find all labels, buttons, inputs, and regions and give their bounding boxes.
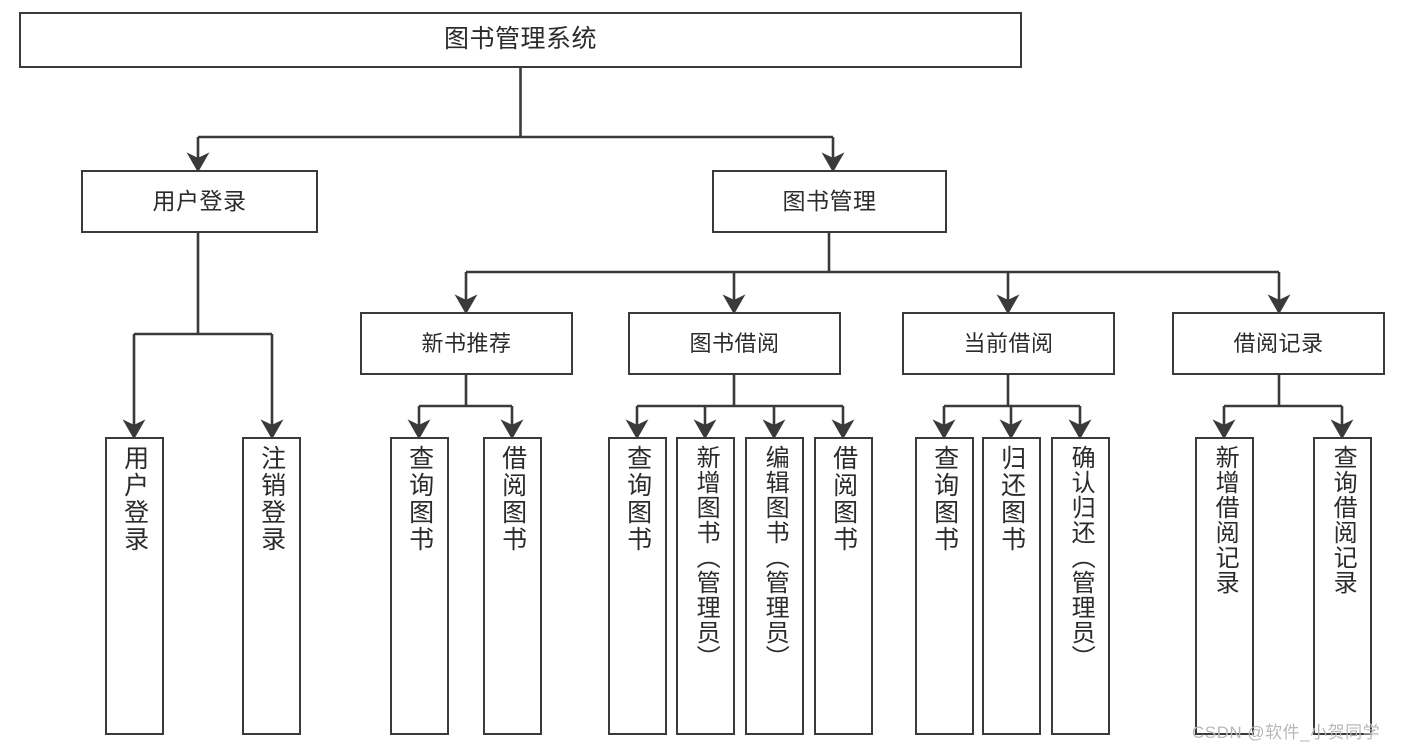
- node-label: 归还图书: [997, 445, 1026, 553]
- csdn-watermark: CSDN @软件_小贺同学: [1192, 723, 1381, 742]
- leaf-user-login-logout[interactable]: 注销登录: [242, 437, 301, 735]
- node-label: 用户登录: [152, 187, 247, 214]
- leaf-borrow-record-query[interactable]: 查询借阅记录: [1313, 437, 1372, 735]
- node-label: 新书推荐: [421, 330, 512, 356]
- node-label: 确认归还（管理员）: [1067, 445, 1095, 670]
- node-label: 借阅图书: [498, 445, 527, 553]
- node-label: 新增借阅记录: [1211, 445, 1239, 595]
- node-label: 查询图书: [623, 445, 652, 553]
- node-user-login[interactable]: 用户登录: [81, 170, 318, 233]
- node-label: 查询借阅记录: [1329, 445, 1357, 595]
- node-label: 借阅图书: [829, 445, 858, 553]
- leaf-new-book-borrow[interactable]: 借阅图书: [483, 437, 542, 735]
- leaf-current-borrow-query[interactable]: 查询图书: [915, 437, 974, 735]
- node-label: 注销登录: [257, 445, 286, 553]
- leaf-borrow-record-add[interactable]: 新增借阅记录: [1195, 437, 1254, 735]
- node-current-borrow[interactable]: 当前借阅: [902, 312, 1115, 375]
- node-root-system[interactable]: 图书管理系统: [19, 12, 1022, 68]
- leaf-book-borrow-borrow[interactable]: 借阅图书: [814, 437, 873, 735]
- leaf-current-borrow-return[interactable]: 归还图书: [982, 437, 1041, 735]
- node-label: 编辑图书（管理员）: [761, 445, 789, 670]
- node-label: 查询图书: [405, 445, 434, 553]
- leaf-book-borrow-query[interactable]: 查询图书: [608, 437, 667, 735]
- leaf-user-login-login[interactable]: 用户登录: [105, 437, 164, 735]
- node-borrow-record[interactable]: 借阅记录: [1172, 312, 1385, 375]
- leaf-book-borrow-edit[interactable]: 编辑图书（管理员）: [745, 437, 804, 735]
- node-label: 当前借阅: [963, 330, 1054, 356]
- node-book-management[interactable]: 图书管理: [712, 170, 947, 233]
- node-label: 新增图书（管理员）: [692, 445, 720, 670]
- node-label: 图书借阅: [689, 330, 780, 356]
- node-label: 图书管理系统: [443, 25, 597, 54]
- node-label: 借阅记录: [1233, 330, 1324, 356]
- node-label: 用户登录: [120, 445, 149, 553]
- node-label: 图书管理: [782, 187, 877, 214]
- node-label: 查询图书: [930, 445, 959, 553]
- leaf-new-book-query[interactable]: 查询图书: [390, 437, 449, 735]
- leaf-current-borrow-confirm-return[interactable]: 确认归还（管理员）: [1051, 437, 1110, 735]
- leaf-book-borrow-add[interactable]: 新增图书（管理员）: [676, 437, 735, 735]
- node-new-book-recommend[interactable]: 新书推荐: [360, 312, 573, 375]
- node-book-borrow[interactable]: 图书借阅: [628, 312, 841, 375]
